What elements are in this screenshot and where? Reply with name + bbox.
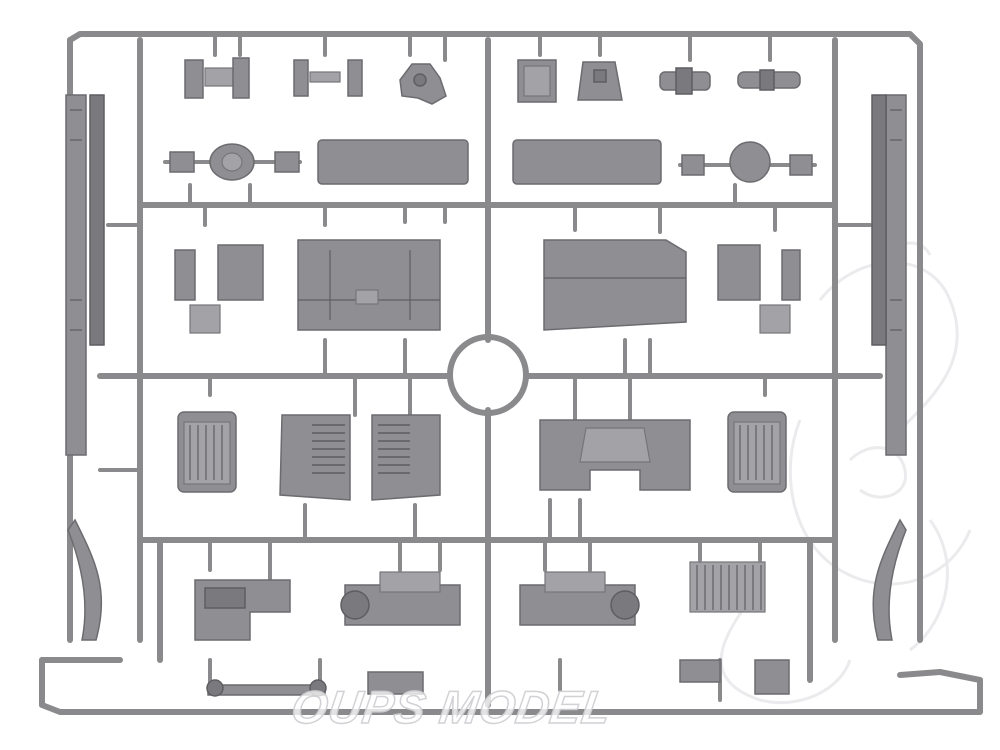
grille [689, 561, 766, 613]
floor-panel-right [543, 239, 687, 331]
hood-side-1 [279, 414, 351, 501]
bracket-left [174, 244, 264, 334]
hood-side-2 [371, 414, 441, 501]
bracket-right [717, 244, 801, 334]
front-axle [206, 679, 327, 697]
radiator-left [177, 411, 237, 493]
small-part-3 [517, 59, 557, 103]
rear-axle-left [163, 143, 302, 181]
chassis-rail-right [871, 94, 907, 641]
watermark-artwork [719, 241, 972, 705]
plate-left [317, 139, 469, 185]
chassis-rail-left [65, 94, 105, 641]
steering-part [679, 659, 790, 695]
radiator-right [727, 411, 787, 493]
floor-panel-left [297, 239, 441, 331]
watermark-text: OUPS MODEL [288, 680, 616, 734]
outer-runner [39, 31, 983, 715]
small-part-1 [184, 57, 250, 99]
cylinder-part-1 [659, 67, 711, 95]
oil-pan [194, 579, 291, 641]
gates [188, 32, 777, 702]
engine-block-left [340, 571, 461, 626]
rear-axle-right [678, 141, 817, 183]
inner-runners [97, 37, 883, 708]
center-ring [447, 334, 529, 416]
engine-block-right [519, 571, 640, 626]
cylinder-part-2 [737, 69, 801, 91]
bracket-part [399, 63, 447, 105]
firewall-panel [539, 419, 691, 491]
small-part-2 [293, 59, 363, 97]
small-part-4 [577, 61, 623, 101]
plate-right [512, 139, 662, 185]
small-part-bottom [367, 671, 424, 695]
